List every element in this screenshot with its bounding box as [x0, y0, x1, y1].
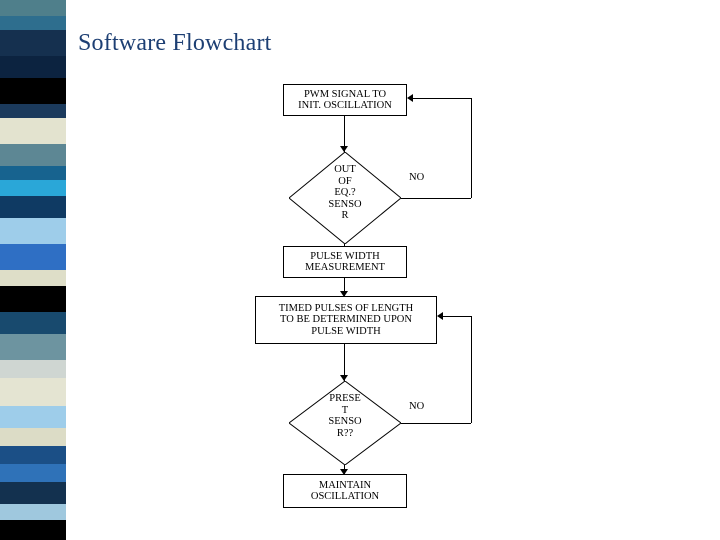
connector-no2-vertical — [471, 316, 472, 423]
stripe-band-22 — [0, 464, 66, 482]
connector-pulse-to-timed — [344, 278, 345, 297]
connector-no1-horizontal-out — [401, 198, 471, 199]
stripe-band-14 — [0, 286, 66, 312]
connector-no1-horizontal-in — [411, 98, 471, 99]
stripe-band-12 — [0, 244, 66, 270]
connector-timed-to-decision2 — [344, 344, 345, 381]
stripe-band-10 — [0, 196, 66, 218]
stripe-band-16 — [0, 334, 66, 360]
connector-no1-vertical — [471, 98, 472, 198]
stripe-band-8 — [0, 166, 66, 180]
stripe-band-21 — [0, 446, 66, 464]
stripe-band-19 — [0, 406, 66, 428]
connector-no2-horizontal-out — [401, 423, 471, 424]
connector-pwm-to-decision — [344, 116, 345, 152]
arrow-pulse-to-timed — [340, 291, 348, 297]
decorative-side-bar — [0, 0, 66, 540]
stripe-band-6 — [0, 118, 66, 144]
stripe-band-3 — [0, 56, 66, 78]
stripe-band-11 — [0, 218, 66, 244]
stripe-band-18 — [0, 378, 66, 406]
stripe-band-2 — [0, 30, 66, 56]
stripe-band-15 — [0, 312, 66, 334]
stripe-band-20 — [0, 428, 66, 446]
stripe-band-24 — [0, 504, 66, 520]
stripe-band-25 — [0, 520, 66, 540]
stripe-band-23 — [0, 482, 66, 504]
stripe-band-0 — [0, 0, 66, 16]
arrow-pwm-to-decision — [340, 146, 348, 152]
page-title: Software Flowchart — [78, 30, 272, 56]
stripe-band-7 — [0, 144, 66, 166]
arrow-no2-to-timed — [437, 312, 443, 320]
label-no-1: NO — [409, 172, 425, 183]
arrow-timed-to-decision2 — [340, 375, 348, 381]
arrow-decision2-to-maintain — [340, 469, 348, 475]
connector-no2-horizontal-in — [441, 316, 471, 317]
stripe-band-17 — [0, 360, 66, 378]
stripe-band-5 — [0, 104, 66, 118]
arrow-no1-to-pwm — [407, 94, 413, 102]
stripe-band-4 — [0, 78, 66, 104]
stripe-band-1 — [0, 16, 66, 30]
stripe-band-9 — [0, 180, 66, 196]
diamond-shape-icon — [289, 152, 401, 244]
label-no-2: NO — [409, 401, 425, 412]
stripe-band-13 — [0, 270, 66, 286]
diamond-shape-icon-2 — [289, 381, 401, 465]
